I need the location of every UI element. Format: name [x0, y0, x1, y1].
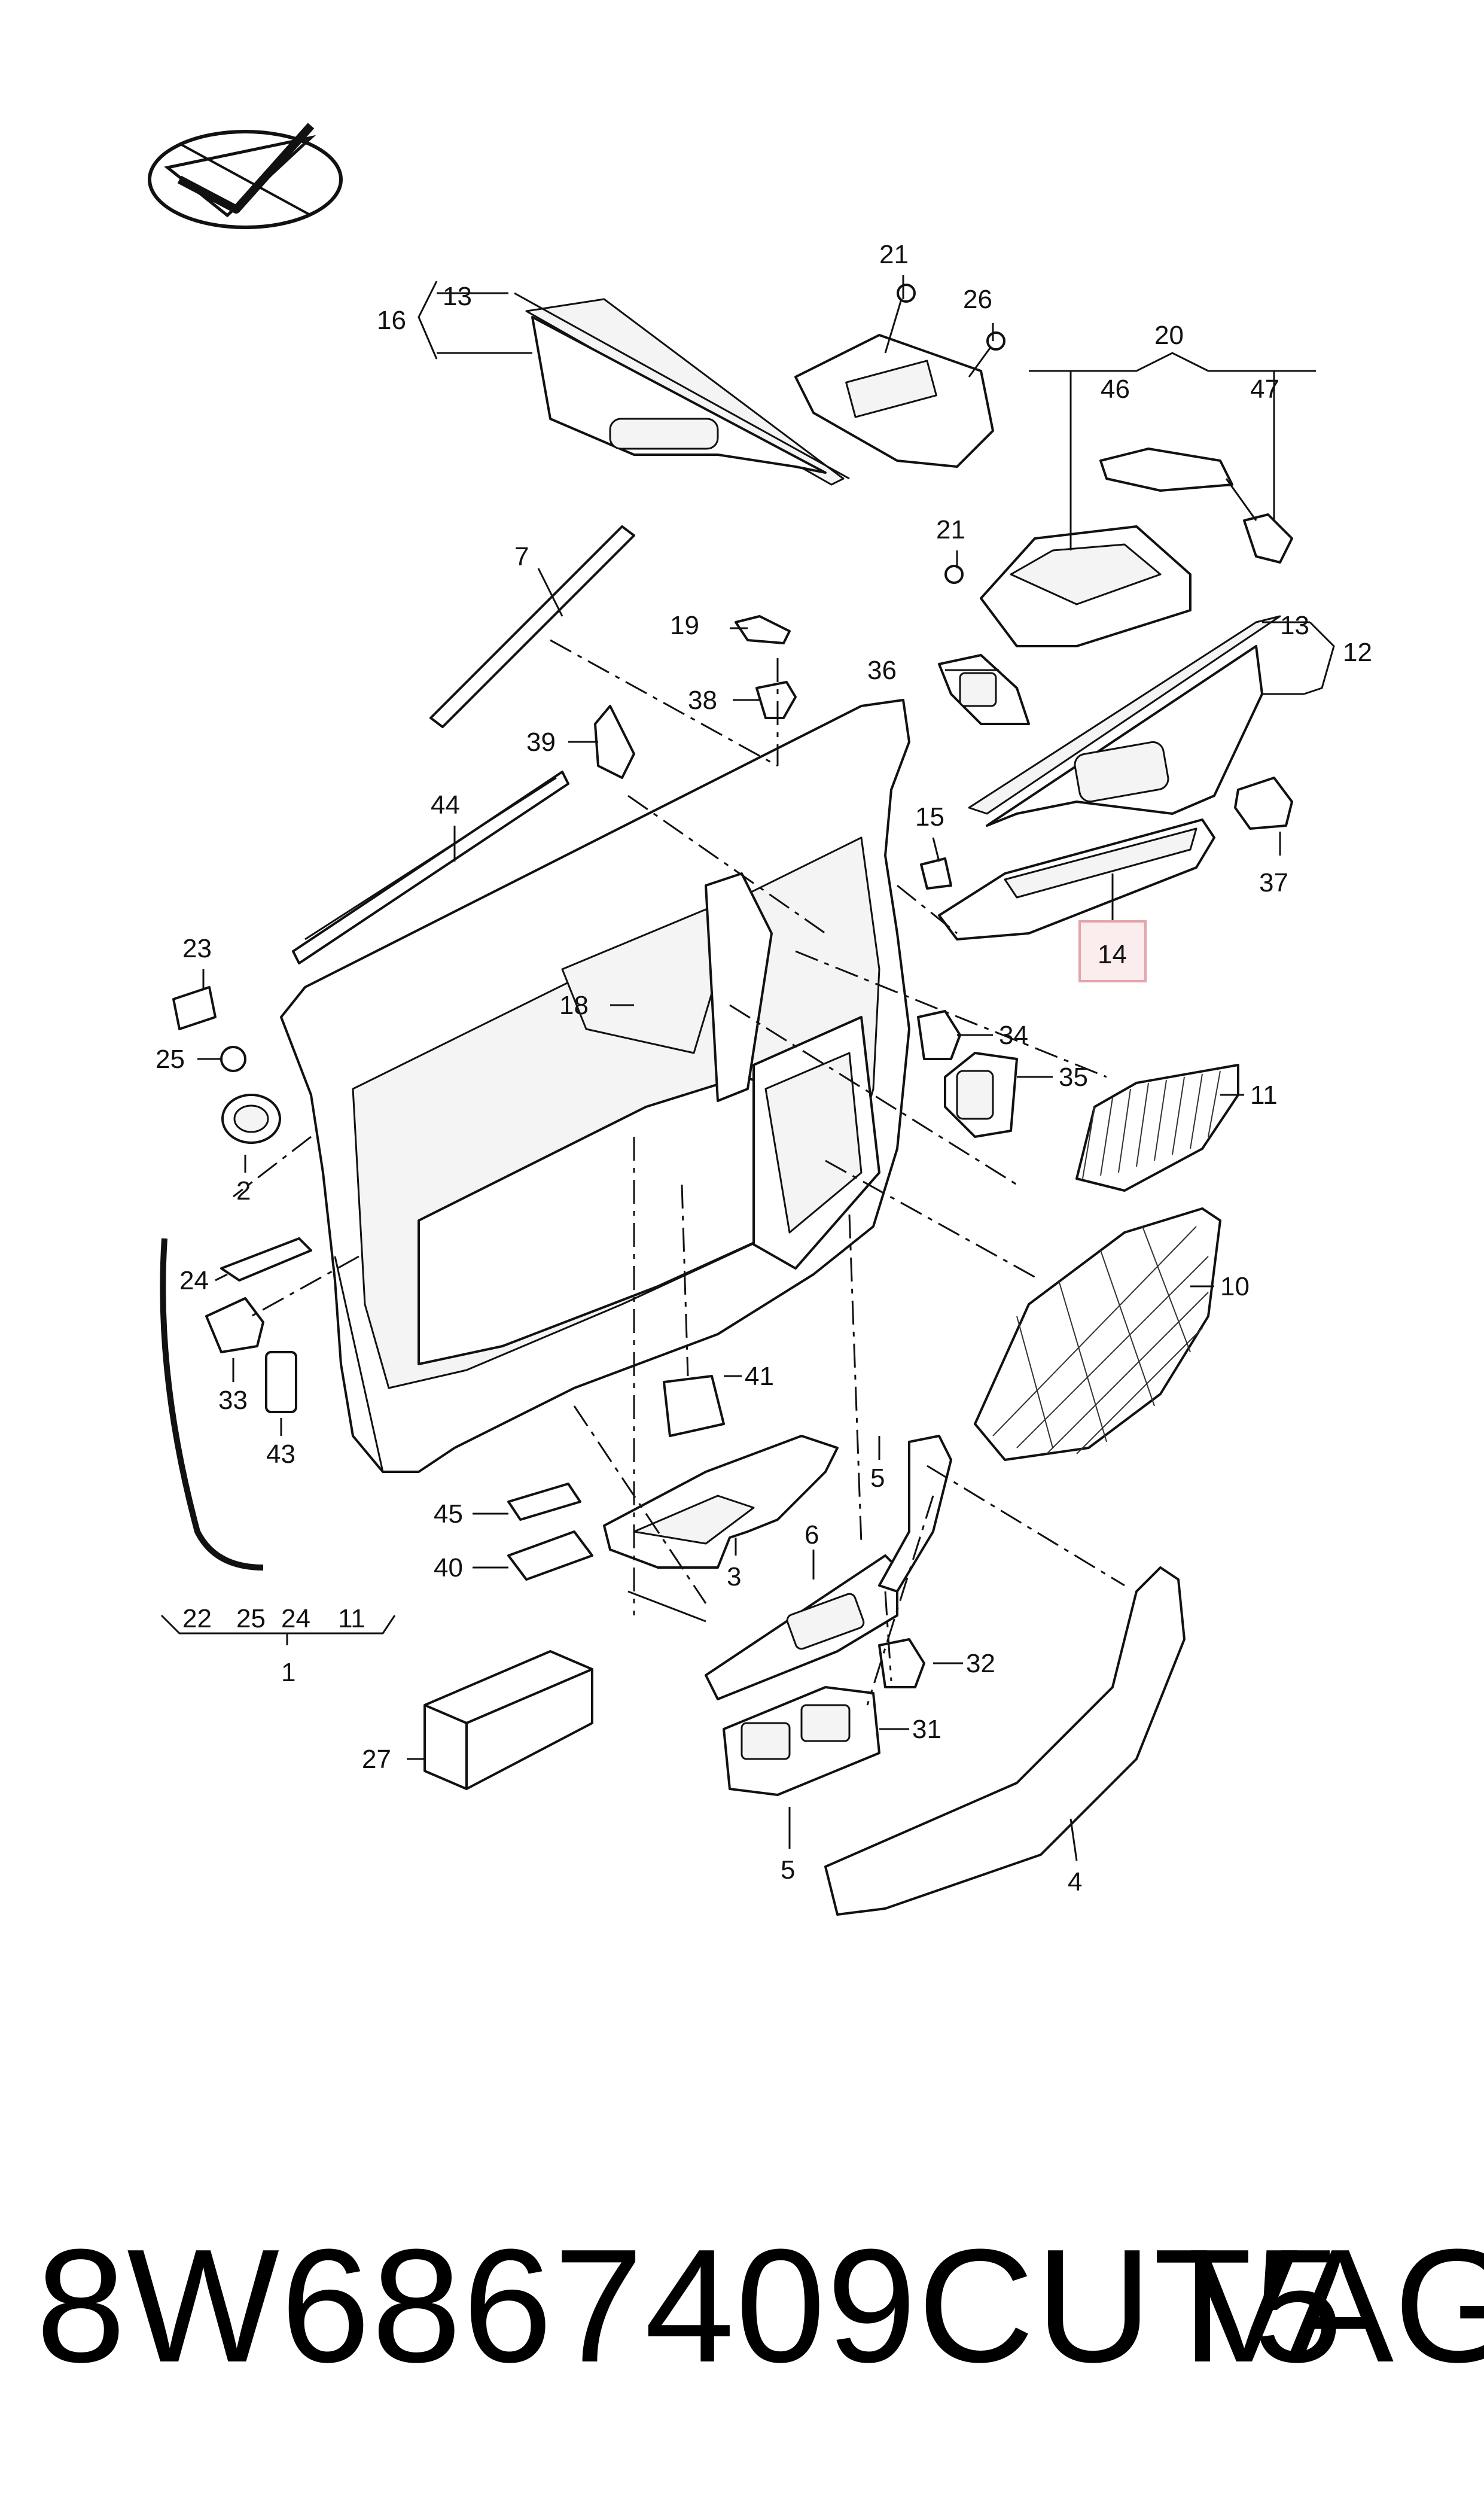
label-6: 6 [805, 1520, 819, 1550]
connector-41 [663, 1375, 725, 1437]
grommet-25 [220, 1046, 246, 1072]
switch-unit-37 [1234, 777, 1293, 830]
label-32: 32 [966, 1649, 995, 1678]
label-11: 11 [338, 1604, 365, 1633]
mounting-bracket [794, 284, 1005, 468]
label-14: 14 [1098, 940, 1127, 969]
part-number: 8W6867409CUT5 [36, 2216, 1345, 2396]
label-47: 47 [1250, 375, 1279, 404]
cover-43 [265, 1351, 297, 1413]
label-45: 45 [434, 1499, 463, 1529]
cover-cap-2 [221, 1094, 281, 1144]
approval-logo-icon [148, 123, 343, 229]
label-43: 43 [266, 1439, 295, 1469]
label-2: 2 [236, 1176, 251, 1206]
label-26: 26 [963, 285, 992, 314]
assembly-lines [233, 639, 1125, 1706]
label-16: 16 [377, 306, 406, 335]
label-41: 41 [745, 1362, 774, 1391]
label-24: 24 [179, 1266, 209, 1295]
label-1: 1 [281, 1658, 295, 1687]
label-27: 27 [362, 1745, 391, 1774]
armrest-4 [824, 1566, 1186, 1916]
label-25: 25 [236, 1604, 266, 1633]
switch-33 [205, 1297, 264, 1353]
switch-unit-36 [938, 654, 1030, 725]
speaker-grille-10 [974, 1207, 1221, 1461]
lamp-45 [507, 1483, 581, 1521]
label-35: 35 [1059, 1063, 1088, 1092]
highlight-box-14 [1078, 920, 1147, 982]
label-7: 7 [514, 542, 529, 571]
label-38: 38 [688, 686, 717, 715]
armrest-upper-trim [968, 615, 1281, 827]
label-44: 44 [431, 790, 460, 820]
exploded-parts-diagram: 16 13 21 26 20 46 47 21 7 19 13 12 36 38… [148, 123, 1372, 1916]
trim-piece-24 [220, 1237, 312, 1282]
lamp-40 [507, 1530, 593, 1581]
label-10: 10 [1220, 1272, 1250, 1301]
fastener-19 [735, 615, 791, 644]
label-21: 21 [936, 515, 965, 544]
label-36: 36 [867, 656, 897, 685]
label-15: 15 [915, 802, 944, 832]
door-trim-panel [280, 699, 910, 1473]
trim-strip-7 [429, 525, 635, 728]
label-23: 23 [182, 934, 212, 963]
label-39: 39 [526, 728, 556, 757]
label-40: 40 [434, 1553, 463, 1582]
label-leaders [197, 275, 1281, 1861]
seal-strip-22 [160, 1238, 264, 1571]
bezel-35 [944, 1052, 1018, 1138]
switch-block-31 [723, 1686, 880, 1796]
label-22: 22 [182, 1604, 212, 1633]
label-12: 12 [1343, 638, 1372, 667]
upper-trim-strip [514, 292, 850, 486]
label-13: 13 [1280, 611, 1309, 640]
brand-name: VAG [1190, 2216, 1484, 2396]
label-13: 13 [443, 282, 472, 311]
label-34: 34 [999, 1021, 1028, 1050]
label-33: 33 [218, 1386, 248, 1415]
bracket-leaders [160, 281, 1335, 1645]
label-25: 25 [156, 1045, 185, 1074]
label-3: 3 [727, 1562, 741, 1591]
grab-handle-frame [878, 1435, 952, 1593]
label-21: 21 [879, 240, 909, 269]
label-5: 5 [870, 1463, 885, 1493]
label-24: 24 [281, 1604, 310, 1633]
box-27 [423, 1650, 593, 1790]
speaker-grille-11 [1075, 1064, 1239, 1192]
inner-handle-assembly [944, 448, 1293, 647]
part-labels: 16 13 21 26 20 46 47 21 7 19 13 12 36 38… [156, 240, 1372, 1897]
label-11: 11 [1250, 1081, 1278, 1110]
highlighted-trim-strip-14 [920, 818, 1215, 941]
pocket-3 [603, 1435, 839, 1569]
label-4: 4 [1068, 1867, 1082, 1897]
switch-34 [917, 1010, 961, 1060]
clip-38 [755, 681, 797, 719]
label-20: 20 [1154, 321, 1184, 350]
trim-strip-44 [292, 771, 569, 964]
label-plate-23 [172, 986, 217, 1030]
clip-39 [594, 705, 635, 779]
label-37: 37 [1259, 868, 1288, 897]
label-18: 18 [559, 991, 589, 1020]
label-5: 5 [781, 1855, 795, 1885]
label-19: 19 [670, 611, 699, 640]
label-46: 46 [1101, 375, 1130, 404]
switch-32 [878, 1638, 925, 1688]
label-31: 31 [912, 1715, 941, 1744]
